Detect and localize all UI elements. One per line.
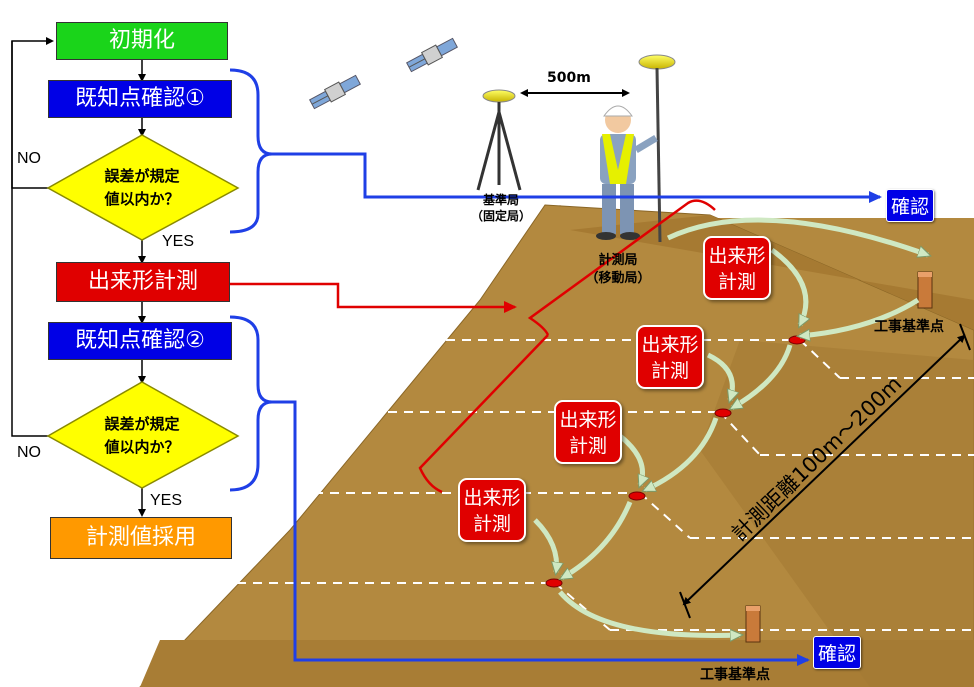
decision1-text-line2: 値以内か？: [104, 190, 180, 208]
decision2-text-line2: 値以内か？: [104, 438, 180, 456]
measure-box: 出来形計測: [56, 262, 230, 302]
benchmark-post-icon: [745, 605, 761, 643]
base-station-type: （固定局）: [470, 209, 531, 223]
check2-box: 既知点確認②: [48, 322, 232, 360]
rover-label: 計測局 （移動局）: [578, 252, 658, 288]
measure-bubble-3: 出来形 計測: [554, 400, 622, 464]
confirm-badge-top: 確認: [886, 189, 935, 222]
confirm-badge-bottom: 確認: [813, 636, 862, 669]
decision-diamond-1: [46, 134, 240, 241]
bubble-line2: 計測: [650, 360, 689, 382]
satellite-icon: [406, 37, 458, 73]
decision-diamond-2: [46, 381, 240, 489]
init-box: 初期化: [56, 22, 228, 60]
bubble-line2: 計測: [472, 513, 511, 535]
bubble-line1: 出来形: [641, 334, 699, 356]
rover-name: 計測局: [598, 253, 638, 268]
measure-bubble-4: 出来形 計測: [458, 478, 526, 542]
blue-check-lines: [229, 68, 882, 666]
decision2-text-line1: 誤差が規定: [104, 415, 180, 433]
check1-box: 既知点確認①: [48, 80, 232, 118]
decision1-text-line1: 誤差が規定: [104, 167, 180, 185]
satellite-icon: [309, 74, 361, 110]
range-arrow: [682, 334, 966, 606]
yes-label-2: YES: [150, 492, 183, 509]
no-label-2: NO: [17, 444, 41, 461]
adopt-box: 計測値採用: [50, 517, 232, 559]
yes-label-1: YES: [162, 233, 195, 250]
base-station-label: 基準局 （固定局）: [466, 192, 536, 224]
distance-label: 500m: [547, 70, 591, 86]
measure-bubble-2: 出来形 計測: [636, 325, 704, 389]
surveyor-icon: [596, 54, 676, 243]
bubble-line1: 出来形: [463, 487, 521, 509]
flow-connectors: [11, 37, 146, 517]
benchmark-label-top: 工事基準点: [874, 319, 944, 335]
rover-type: （移動局）: [585, 271, 651, 286]
bubble-line1: 出来形: [559, 409, 617, 431]
base-station-name: 基準局: [482, 193, 519, 207]
benchmark-post-icon: [917, 271, 933, 309]
red-measure-lines: [230, 199, 716, 494]
bubble-line2: 計測: [717, 271, 756, 293]
base-station-tripod-icon: [476, 89, 522, 191]
bubble-line1: 出来形: [708, 245, 766, 267]
bubble-line2: 計測: [568, 435, 607, 457]
no-label-1: NO: [17, 150, 41, 167]
measure-bubble-1: 出来形 計測: [703, 236, 771, 300]
benchmark-label-bottom: 工事基準点: [700, 667, 770, 683]
